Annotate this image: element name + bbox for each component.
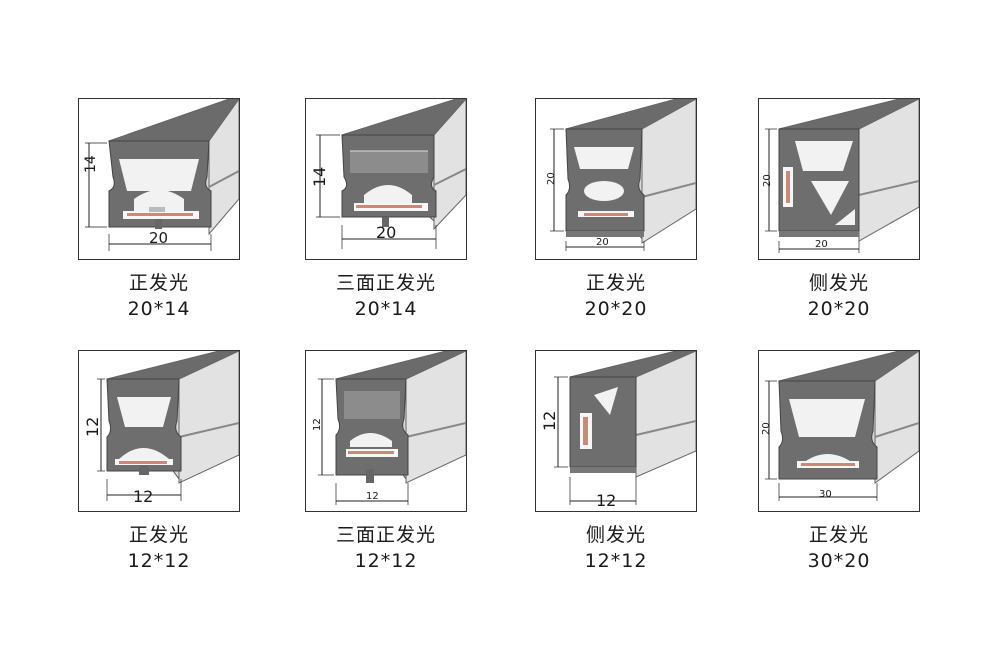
cross-section-drawing [85, 99, 239, 251]
width-dimension: 12 [596, 491, 617, 510]
width-dimension: 12 [133, 487, 154, 506]
light-type-label: 正发光 [128, 272, 189, 294]
light-type-label: 正发光 [808, 524, 869, 546]
light-type-label: 侧发光 [808, 272, 869, 294]
width-dimension: 30 [819, 489, 832, 500]
profile-caption: 正发光 20*14 [78, 270, 240, 322]
height-dimension: 14 [83, 155, 99, 173]
size-label: 12*12 [354, 550, 418, 572]
height-dimension: 12 [312, 418, 323, 431]
profile-caption: 正发光 30*20 [758, 522, 920, 574]
size-label: 20*14 [354, 298, 418, 320]
cross-section-drawing [765, 99, 919, 253]
profile-caption: 三面正发光 12*12 [305, 522, 467, 574]
profile-caption: 正发光 12*12 [78, 522, 240, 574]
profile-diagram: 20 30 [758, 350, 920, 512]
profile-caption: 三面正发光 20*14 [305, 270, 467, 322]
size-label: 20*14 [127, 298, 191, 320]
profile-diagram: 20 20 [758, 98, 920, 260]
profile-diagram: 14 20 [78, 98, 240, 260]
cross-section-drawing [316, 99, 466, 249]
size-label: 12*12 [127, 550, 191, 572]
profile-diagram: 14 20 [305, 98, 467, 260]
light-type-label: 侧发光 [585, 524, 646, 546]
profile-diagram: 12 12 [78, 350, 240, 512]
height-dimension: 20 [546, 172, 557, 185]
light-type-label: 正发光 [585, 272, 646, 294]
light-type-label: 三面正发光 [335, 524, 436, 546]
cross-section-drawing [554, 351, 696, 505]
size-label: 20*20 [584, 298, 648, 320]
profile-caption: 侧发光 12*12 [535, 522, 697, 574]
height-dimension: 14 [310, 166, 329, 187]
profile-diagram: 20 20 [535, 98, 697, 260]
width-dimension: 20 [596, 237, 609, 248]
height-dimension: 20 [762, 174, 773, 187]
profile-caption: 正发光 20*20 [535, 270, 697, 322]
width-dimension: 20 [815, 239, 828, 250]
cross-section-drawing [550, 99, 696, 251]
height-dimension: 12 [540, 410, 559, 431]
height-dimension: 12 [83, 416, 102, 437]
width-dimension: 20 [149, 229, 169, 247]
light-type-label: 三面正发光 [335, 272, 436, 294]
size-label: 20*20 [807, 298, 871, 320]
width-dimension: 20 [376, 223, 397, 242]
width-dimension: 12 [366, 491, 379, 502]
light-type-label: 正发光 [128, 524, 189, 546]
profile-diagram: 12 12 [535, 350, 697, 512]
size-label: 12*12 [584, 550, 648, 572]
cross-section-drawing [318, 351, 466, 505]
cross-section-drawing [765, 351, 919, 501]
size-label: 30*20 [807, 550, 871, 572]
profile-diagram: 12 12 [305, 350, 467, 512]
height-dimension: 20 [761, 422, 772, 435]
cross-section-drawing [97, 351, 239, 501]
profile-caption: 侧发光 20*20 [758, 270, 920, 322]
